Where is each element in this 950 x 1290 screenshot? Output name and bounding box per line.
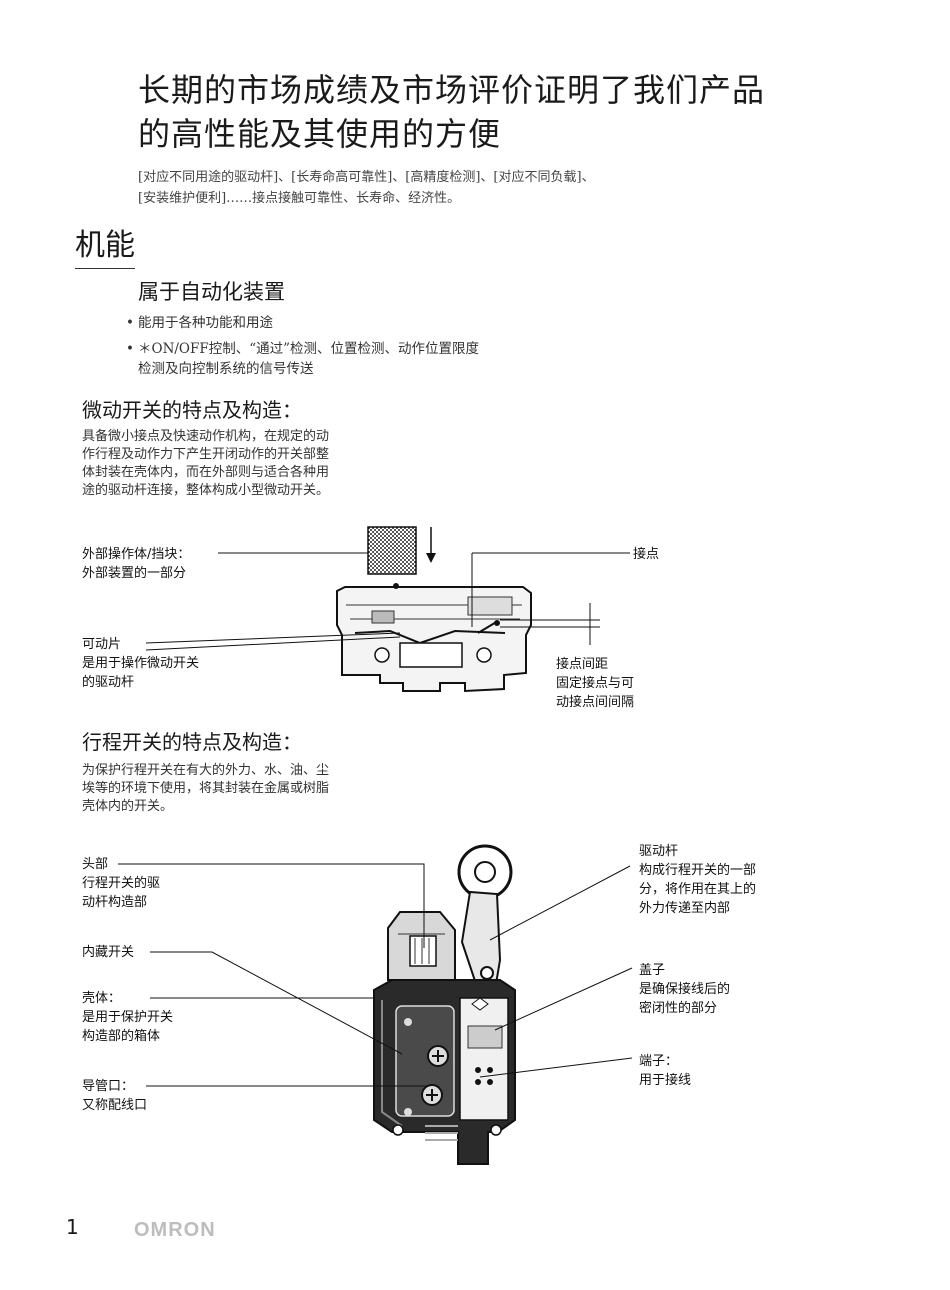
bullet-text-continued: 检测及向控制系统的信号传送	[138, 361, 314, 377]
desc-line: 埃等的环境下使用，将其封装在金属或树脂	[82, 781, 330, 796]
leader-cover	[494, 967, 633, 1031]
label-line: 构成行程开关的一部	[639, 863, 757, 878]
limit-switch-description: 为保护行程开关在有大的外力、水、油、尘 埃等的环境下使用，将其封装在金属或树脂 …	[82, 762, 329, 816]
limit-switch-heading: 行程开关的特点及构造：	[82, 730, 302, 754]
brand-text: OMRON	[134, 1219, 214, 1241]
cover	[459, 997, 509, 1121]
page-number: 1	[66, 1215, 79, 1239]
label-line: 用于接线	[639, 1073, 692, 1088]
label-terminal: 端子： 用于接线	[639, 1052, 691, 1090]
intro-line-1: [对应不同用途的驱动杆]、[长寿命高可靠性]、[高精度检测]、[对应不同负载]、	[138, 170, 595, 185]
label-line: 密闭性的部分	[639, 1001, 718, 1016]
desc-line: 作行程及动作力下产生开闭动作的开关部整	[82, 447, 330, 462]
label-line: 盖子	[639, 963, 666, 978]
label-line: 外部操作体/挡块：	[82, 547, 191, 562]
label-line: 接点	[633, 547, 660, 562]
headline-line-2: 的高性能及其使用的方便	[138, 115, 502, 153]
desc-line: 为保护行程开关在有大的外力、水、油、尘	[82, 763, 330, 778]
label-movable-piece: 可动片 是用于操作微动开关 的驱动杆	[82, 635, 199, 692]
intro-line-2: [安装维护便利]……接点接触可靠性、长寿命、经济性。	[138, 191, 461, 206]
label-line: 动接点间间隔	[556, 695, 635, 710]
page-headline: 长期的市场成绩及市场评价证明了我们产品 的高性能及其使用的方便	[138, 68, 765, 156]
limit-switch-body	[373, 844, 516, 1165]
omron-logo: OMRON	[134, 1219, 214, 1241]
desc-line: 途的驱动杆连接，整体构成小型微动开关。	[82, 483, 330, 498]
label-line: 是确保接线后的	[639, 982, 731, 997]
desc-line: 壳体内的开关。	[82, 799, 174, 814]
direction-arrow-head	[426, 553, 436, 563]
bullet-text: 能用于各种功能和用途	[138, 315, 273, 331]
bullet-text: ＊ON/OFF控制、“通过”检测、位置检测、动作位置限度	[138, 341, 480, 357]
leader-terminal	[479, 1057, 633, 1078]
label-line: 又称配线口	[82, 1098, 148, 1113]
micro-switch-diagram	[145, 526, 630, 693]
section-title: 机能	[75, 226, 135, 269]
sub-heading: 属于自动化装置	[138, 280, 285, 304]
bullet-marker: •	[126, 315, 134, 331]
label-line: 内藏开关	[82, 945, 135, 960]
intro-text: [对应不同用途的驱动杆]、[长寿命高可靠性]、[高精度检测]、[对应不同负载]、…	[138, 167, 595, 209]
label-external-actuator: 外部操作体/挡块： 外部装置的一部分	[82, 545, 190, 583]
label-line: 可动片	[82, 637, 122, 652]
headline-line-1: 长期的市场成绩及市场评价证明了我们产品	[138, 71, 766, 109]
desc-line: 体封装在壳体内，而在外部则与适合各种用	[82, 465, 330, 480]
leader-movable	[145, 632, 401, 644]
label-line: 的驱动杆	[82, 675, 135, 690]
label-line: 壳体：	[82, 991, 122, 1006]
label-line: 构造部的箱体	[82, 1029, 161, 1044]
micro-switch-description: 具备微小接点及快速动作机构，在规定的动 作行程及动作力下产生开闭动作的开关部整 …	[82, 428, 329, 500]
label-line: 外力传递至内部	[639, 901, 731, 916]
label-case: 壳体： 是用于保护开关 构造部的箱体	[82, 989, 173, 1046]
bullet-item-1: •能用于各种功能和用途	[126, 313, 273, 333]
label-line: 是用于操作微动开关	[82, 656, 200, 671]
leader-builtin	[150, 951, 403, 1055]
desc-line: 具备微小接点及快速动作机构，在规定的动	[82, 429, 330, 444]
label-line: 端子：	[639, 1054, 679, 1069]
label-head: 头部 行程开关的驱 动杆构造部	[82, 855, 160, 912]
label-line: 行程开关的驱	[82, 876, 161, 891]
leader-lever	[489, 865, 631, 941]
label-line: 分，将作用在其上的	[639, 882, 757, 897]
limit-switch-diagram	[118, 844, 633, 1165]
label-line: 接点间距	[556, 657, 609, 672]
label-line: 固定接点与可	[556, 676, 635, 691]
micro-switch-heading: 微动开关的特点及构造：	[82, 398, 302, 422]
label-line: 头部	[82, 857, 109, 872]
label-contact: 接点	[633, 545, 659, 564]
label-contact-gap: 接点间距 固定接点与可 动接点间间隔	[556, 655, 634, 712]
micro-switch-body	[336, 583, 532, 693]
actuator-block	[367, 526, 417, 575]
leader-head	[118, 863, 425, 948]
label-builtin-switch: 内藏开关	[82, 943, 134, 962]
label-line: 动杆构造部	[82, 895, 148, 910]
label-conduit: 导管口： 又称配线口	[82, 1077, 147, 1115]
bullet-item-2: •＊ON/OFF控制、“通过”检测、位置检测、动作位置限度 检测及向控制系统的信…	[126, 339, 479, 379]
label-line: 驱动杆	[639, 844, 679, 859]
label-cover: 盖子 是确保接线后的 密闭性的部分	[639, 961, 730, 1018]
label-line: 外部装置的一部分	[82, 566, 187, 581]
label-line: 是用于保护开关	[82, 1010, 174, 1025]
bullet-marker: •	[126, 341, 134, 357]
label-line: 导管口：	[82, 1079, 135, 1094]
label-lever: 驱动杆 构成行程开关的一部 分，将作用在其上的 外力传递至内部	[639, 842, 756, 918]
